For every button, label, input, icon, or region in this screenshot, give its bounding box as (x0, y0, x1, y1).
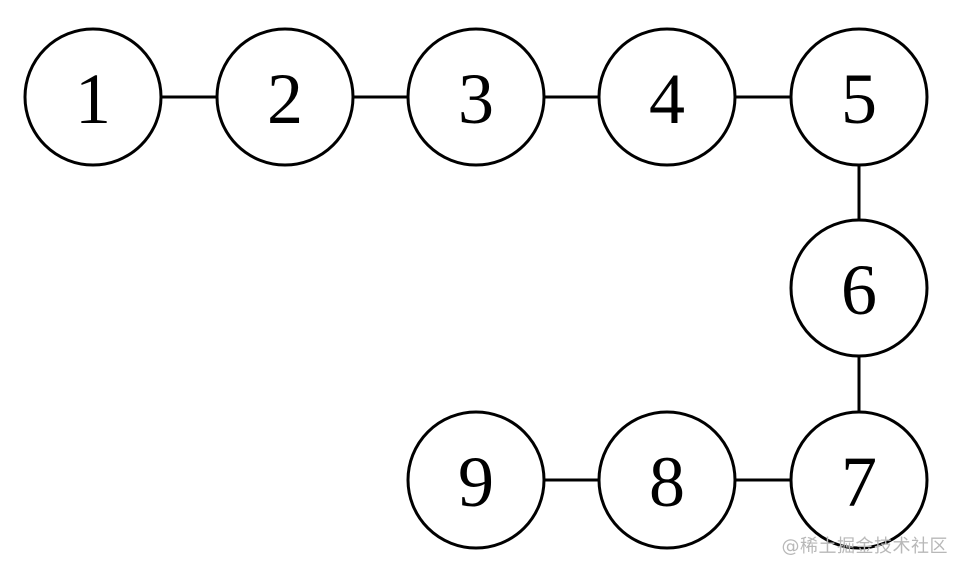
node-label-4: 4 (649, 59, 685, 139)
node-2: 2 (215, 27, 355, 167)
node-4: 4 (597, 27, 737, 167)
node-5: 5 (789, 27, 929, 167)
node-circle-4 (597, 27, 737, 167)
node-circle-3 (406, 27, 546, 167)
node-label-6: 6 (841, 250, 877, 330)
node-circle-2 (215, 27, 355, 167)
node-label-1: 1 (75, 59, 111, 139)
node-circle-7 (789, 410, 929, 550)
node-circle-1 (23, 27, 163, 167)
node-7: 7 (789, 410, 929, 550)
watermark: @稀土掘金技术社区 (781, 536, 948, 557)
node-6: 6 (789, 218, 929, 358)
node-label-3: 3 (458, 59, 494, 139)
node-9: 9 (406, 410, 546, 550)
node-circle-8 (597, 410, 737, 550)
node-1: 1 (23, 27, 163, 167)
node-8: 8 (597, 410, 737, 550)
nodes-layer: 1 2 3 4 5 6 7 8 9 (23, 27, 929, 550)
node-label-2: 2 (267, 59, 303, 139)
node-label-7: 7 (841, 442, 877, 522)
node-label-9: 9 (458, 442, 494, 522)
node-circle-9 (406, 410, 546, 550)
node-circle-5 (789, 27, 929, 167)
node-label-8: 8 (649, 442, 685, 522)
node-circle-6 (789, 218, 929, 358)
node-3: 3 (406, 27, 546, 167)
node-label-5: 5 (841, 59, 877, 139)
